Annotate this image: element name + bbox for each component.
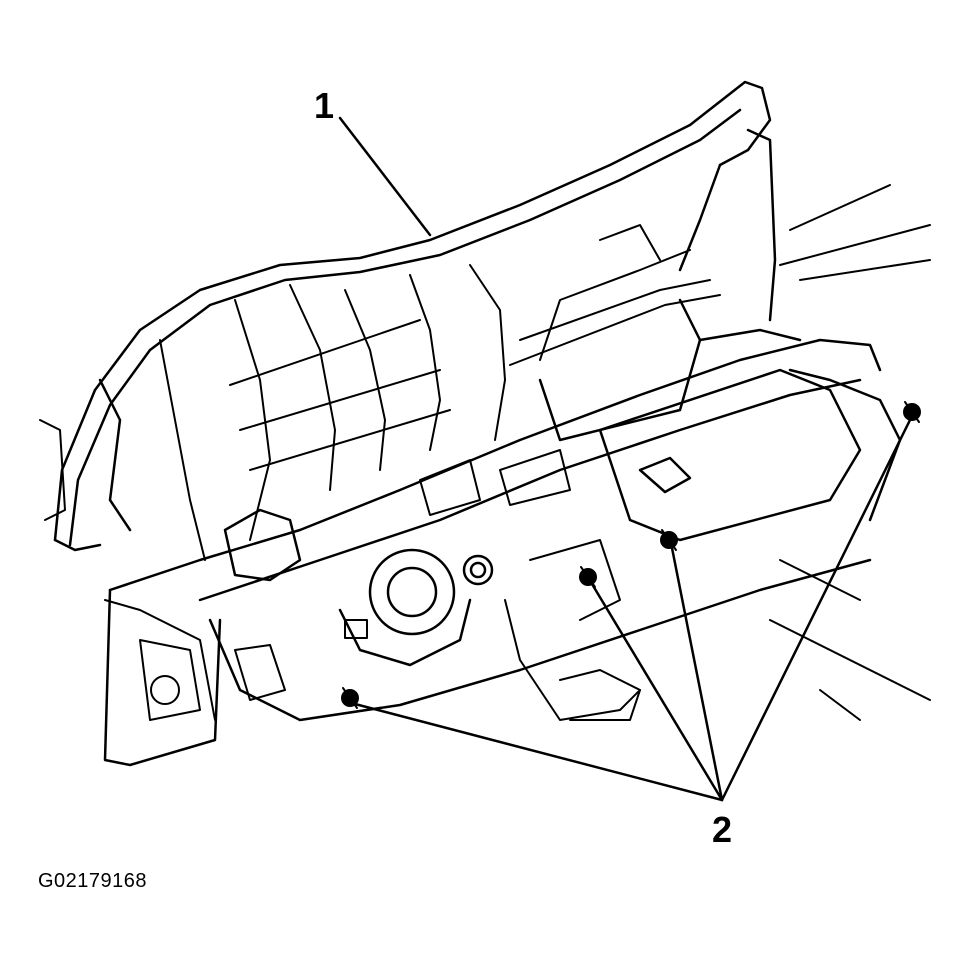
fastener-bolts [341,401,921,709]
leader-line-2d [720,418,912,802]
panel-ribs [159,224,721,561]
leader-line-1 [338,116,432,237]
right-frame [769,184,931,721]
callout-label-2: 2 [712,809,733,850]
center-stack [344,449,641,721]
glove-box [598,368,862,542]
left-frame [39,419,286,721]
bolt-icon [660,529,678,551]
bolt-icon [579,566,597,588]
instrument-panel-body [103,298,902,767]
leader-line-2c [670,546,724,802]
steering-column [223,508,494,667]
leader-line-2b [590,582,724,802]
bolt-icon [903,401,921,423]
leader-lines [338,116,912,802]
upper-trim-panel [53,80,777,552]
leader-line-2a [353,702,724,802]
callout-label-1: 1 [314,85,335,126]
figure-id: G02179168 [38,870,148,892]
